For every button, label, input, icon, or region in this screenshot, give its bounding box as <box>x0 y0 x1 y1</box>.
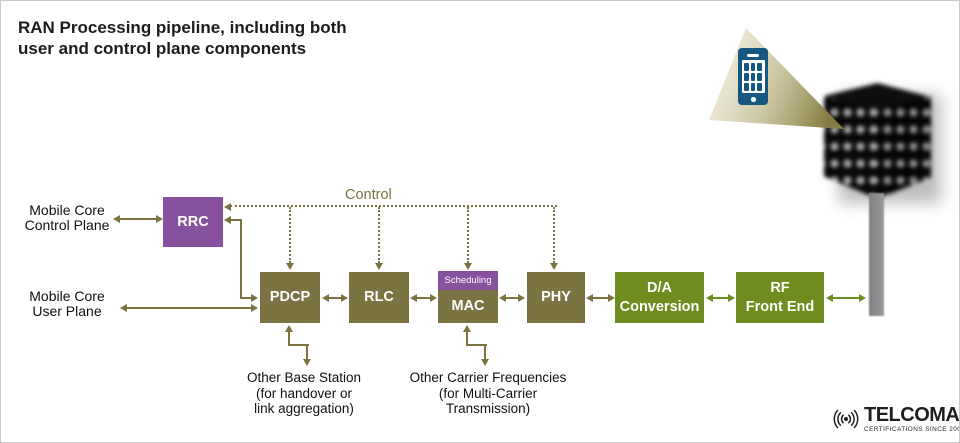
phone-speaker <box>747 54 759 57</box>
logo-tagline: CERTIFICATIONS SINCE 2009 <box>864 426 960 433</box>
smartphone-icon <box>738 48 768 105</box>
block-rf-front-end: RF Front End <box>736 272 824 323</box>
block-mac-scheduling: Scheduling <box>438 271 498 290</box>
phone-home-button <box>751 97 756 102</box>
title-line-2: user and control plane components <box>18 39 307 59</box>
page-title: RAN Processing pipeline, including both … <box>18 17 347 60</box>
mobile-core-user-plane-label: Mobile Core User Plane <box>29 288 105 320</box>
block-rrc: RRC <box>163 197 223 247</box>
phone-keypad <box>741 60 765 93</box>
block-phy: PHY <box>527 272 585 323</box>
note-other-base-station: Other Base Station (for handover or link… <box>246 370 362 417</box>
telcoma-logo: TELCOMA CERTIFICATIONS SINCE 2009 <box>831 404 960 433</box>
radio-waves-icon <box>833 409 859 429</box>
block-da-conversion: D/A Conversion <box>615 272 704 323</box>
block-mac-group: Scheduling MAC <box>438 271 498 323</box>
mobile-core-control-plane-label: Mobile Core Control Plane <box>24 202 110 234</box>
note-other-carrier-frequencies: Other Carrier Frequencies (for Multi-Car… <box>409 370 567 417</box>
block-rlc: RLC <box>349 272 409 323</box>
title-line-1: RAN Processing pipeline, including both <box>18 18 347 37</box>
block-mac: MAC <box>438 290 498 323</box>
control-bus-label: Control <box>345 187 392 203</box>
block-pdcp: PDCP <box>260 272 320 323</box>
antenna-pole <box>869 193 884 316</box>
radio-beam <box>709 28 844 129</box>
logo-name: TELCOMA <box>864 404 960 426</box>
